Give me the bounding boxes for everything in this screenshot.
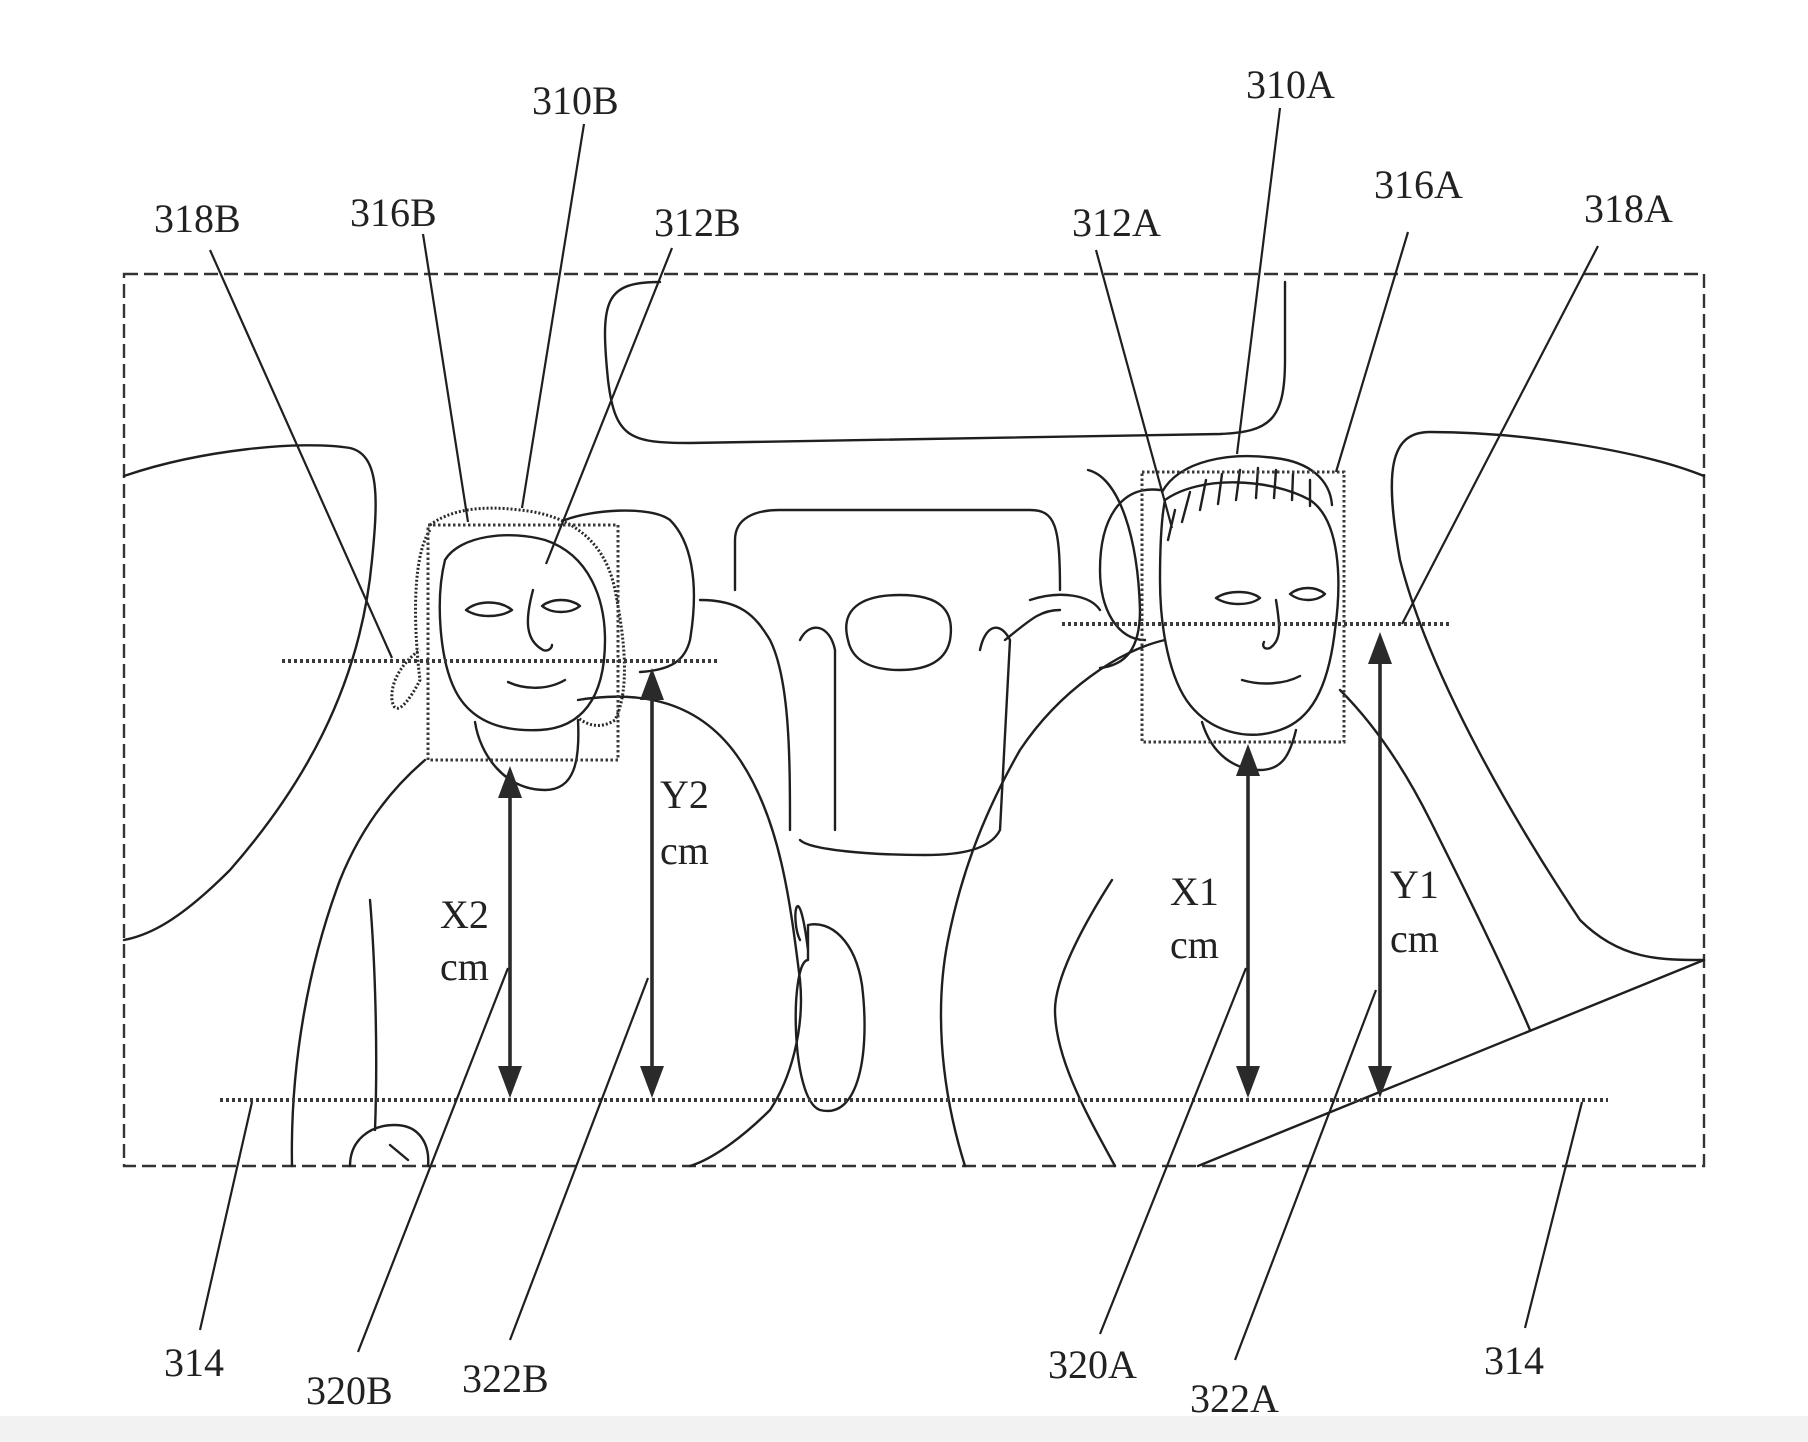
person-a-body — [941, 640, 1530, 1166]
dim-y2: Y2 — [660, 772, 709, 817]
left-pillar — [124, 445, 376, 940]
label-312b: 312B — [654, 200, 741, 245]
dim-y1: Y1 — [1390, 862, 1439, 907]
label-310b: 310B — [532, 78, 619, 123]
center-console-armrest — [795, 906, 864, 1111]
arrow-y1 — [1368, 632, 1392, 1098]
dim-x1-unit: cm — [1170, 922, 1219, 967]
headrest-left — [565, 511, 694, 672]
dim-y2-unit: cm — [660, 828, 709, 873]
dim-y1-unit: cm — [1390, 916, 1439, 961]
dim-x2-unit: cm — [440, 944, 489, 989]
person-a-face — [1160, 482, 1338, 734]
arrow-y2 — [640, 668, 664, 1098]
person-a-hair-left — [1100, 490, 1160, 640]
rear-seat-left-cushion — [700, 600, 790, 830]
dim-x2: X2 — [440, 892, 489, 937]
person-a-arm — [1055, 880, 1115, 1166]
seatbelt — [1198, 960, 1704, 1166]
rearview-mirror — [605, 282, 1285, 443]
label-320b: 320B — [306, 1368, 393, 1413]
person-a-eyes — [1216, 588, 1325, 604]
person-b-arm — [350, 900, 428, 1166]
rear-seat-back — [735, 510, 1060, 590]
label-314-right: 314 — [1484, 1338, 1544, 1383]
label-322b: 322B — [462, 1356, 549, 1401]
label-310a: 310A — [1246, 62, 1335, 107]
person-b-eyes — [466, 600, 580, 616]
dim-x1: X1 — [1170, 869, 1219, 914]
rear-headrest-center — [846, 595, 951, 670]
person-b-face — [440, 535, 605, 730]
leader-lines — [200, 108, 1598, 1360]
camera-frame — [124, 274, 1704, 1166]
arrow-x2 — [498, 766, 522, 1098]
person-a-nose-mouth — [1242, 600, 1300, 683]
label-312a: 312A — [1072, 200, 1161, 245]
bounding-box-316b — [428, 525, 618, 760]
label-316a: 316A — [1374, 162, 1463, 207]
person-b-nose-mouth — [508, 590, 565, 688]
label-318a: 318A — [1584, 186, 1673, 231]
bottom-strip — [0, 1416, 1808, 1442]
label-320a: 320A — [1048, 1342, 1137, 1387]
label-322a: 322A — [1190, 1376, 1279, 1421]
label-316b: 316B — [350, 190, 437, 235]
label-318b: 318B — [154, 196, 241, 241]
arrow-x1 — [1236, 744, 1260, 1098]
person-b-body — [292, 697, 801, 1166]
rear-seat-center — [800, 628, 1010, 855]
rear-seat-right-cushion — [1005, 595, 1100, 640]
label-314-left: 314 — [164, 1340, 224, 1385]
